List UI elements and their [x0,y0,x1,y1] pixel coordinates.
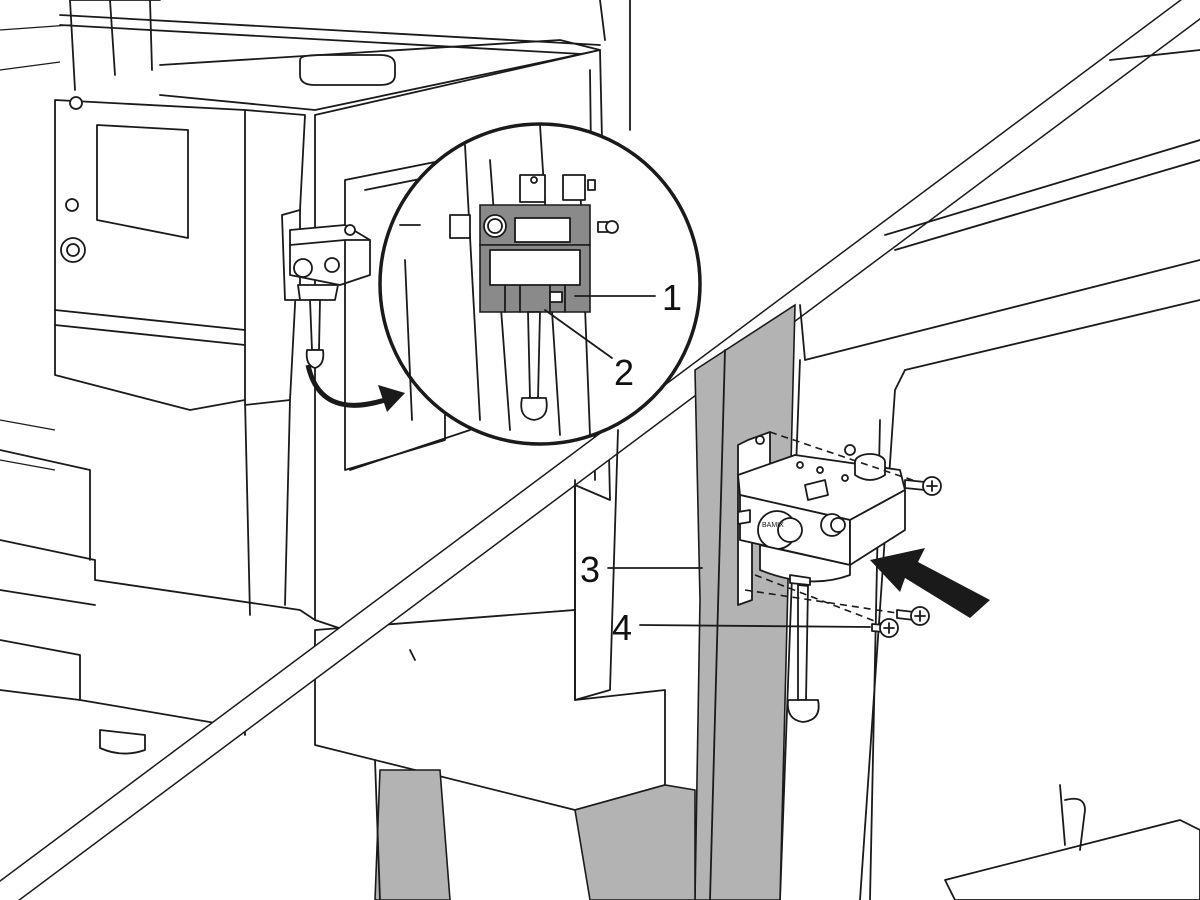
control-screen [96,124,189,239]
indicator-light [65,198,79,212]
screw-icon [896,606,930,626]
panel-screw [69,96,83,110]
callout-1: 1 [662,277,682,318]
curved-arrow-icon [305,364,386,408]
callout-3: 3 [580,549,600,590]
detail-magnifier-circle [378,122,702,446]
machine-foot [99,729,146,755]
regulator-detail [449,174,619,421]
screw-icon [904,476,942,496]
bottom-tray [944,819,1200,900]
mounting-detail-view: BAMIX [374,49,1200,900]
screw-icon [871,618,899,638]
callout-2: 2 [614,352,634,393]
regulator-brand: BAMIX [762,522,784,529]
regulator-small-mounted [281,209,371,369]
insert-direction-arrow-icon [870,548,990,618]
top-cap [299,54,396,86]
callout-4: 4 [612,607,632,648]
drain-stem-part-2 [527,311,541,399]
pressure-regulator-unit: BAMIX [737,444,906,723]
